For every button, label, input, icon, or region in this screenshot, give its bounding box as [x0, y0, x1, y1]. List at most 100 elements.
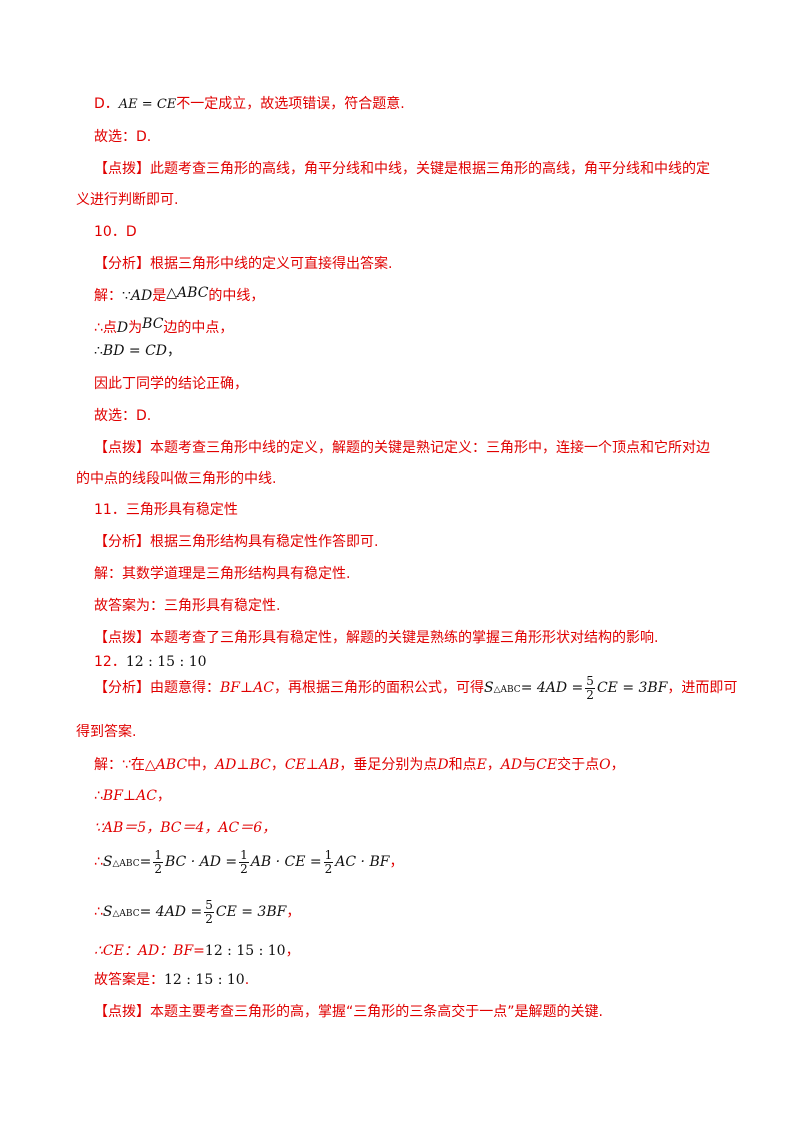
q11-analysis-text: 根据三角形结构具有稳定性作答即可. — [150, 534, 379, 550]
option-d-text: 不一定成立，故选项错误，符合题意. — [176, 96, 405, 112]
point-e: E — [476, 757, 487, 773]
ab-ce: AB · CE = — [250, 854, 322, 870]
analysis-label: 【分析】 — [94, 256, 150, 272]
comment-9-line-1: 【点拨】此题考查三角形的高线，角平分线和中线，关键是根据三角形的高线，角平分线和… — [94, 159, 710, 179]
area-s: S — [484, 680, 494, 696]
q10-solution-line-4: 因此丁同学的结论正确， — [94, 376, 248, 392]
triangle-name: ABC — [155, 757, 188, 773]
q11-answer-line: 故答案为：三角形具有稳定性. — [94, 598, 281, 614]
solution-label: 解： — [94, 757, 122, 773]
bc-ad: BC · AD = — [164, 854, 238, 870]
area-subscript: △ABC — [493, 685, 521, 695]
segment-bc: BC — [142, 316, 164, 332]
q10-choice-line: 故选：D. — [94, 408, 152, 424]
fraction-numerator: 1 — [239, 847, 249, 863]
q12-text-and-point: 和点 — [448, 757, 477, 773]
q12-text-in-triangle: ∵在△ — [122, 757, 156, 773]
bf-perp-ac: BF⊥AC — [220, 680, 274, 696]
q12-comment-line: 【点拨】本题主要考查三角形的高，掌握“三角形的三条高交于一点”是解题的关键. — [94, 1002, 603, 1022]
q10-solution-line-3: ∴BD = CD， — [94, 341, 181, 361]
q12-answer-prefix: 故答案是： — [94, 972, 164, 988]
q11-analysis-line: 【分析】根据三角形结构具有稳定性作答即可. — [94, 532, 378, 552]
q12-ratio: 12 : 15 : 10 — [125, 654, 207, 670]
q12-answer-line: 故答案是：12 : 15 : 10. — [94, 970, 249, 990]
q11-comment-text: 本题考查了三角形具有稳定性，解题的关键是熟练的掌握三角形形状对结构的影响. — [150, 630, 659, 646]
area-s: S — [102, 904, 113, 920]
bf-perp-ac: BF⊥AC — [102, 788, 157, 804]
comma: ， — [610, 757, 625, 773]
q12-solution-line-2: ∴BF⊥AC， — [94, 786, 171, 806]
q11-comment-line: 【点拨】本题考查了三角形具有稳定性，解题的关键是熟练的掌握三角形形状对结构的影响… — [94, 628, 658, 648]
comma: ， — [486, 757, 501, 773]
choice-line-9: 故选：D. — [94, 129, 152, 145]
solution-label: 解： — [94, 288, 122, 304]
q10-solution-line-1: 解：∵AD是△ABC的中线， — [94, 285, 265, 306]
option-d-line: D．AE = CE不一定成立，故选项错误，符合题意. — [94, 94, 405, 115]
q10-solution-line-2: ∴点D为BC边的中点， — [94, 316, 234, 338]
comma: ， — [285, 943, 300, 959]
segment-ad: AD — [130, 288, 153, 304]
therefore-symbol: ∴ — [94, 904, 103, 920]
q12-solution-line-1: 解：∵在△ABC中，AD⊥BC，CE⊥AB，垂足分别为点D和点E，AD与CE交于… — [94, 755, 625, 775]
point-d: D — [116, 320, 129, 336]
comment-label: 【点拨】 — [94, 1004, 150, 1020]
segment-ad: AD — [500, 757, 523, 773]
q10-text-midpoint: 边的中点， — [163, 320, 234, 336]
comment-label: 【点拨】 — [94, 630, 150, 646]
ad-perp-bc: AD⊥BC — [215, 757, 271, 773]
fraction-denominator: 2 — [586, 687, 594, 702]
fraction-denominator: 2 — [324, 861, 333, 876]
triangle-abc: △ABC — [166, 285, 209, 301]
fraction-denominator: 2 — [240, 861, 248, 876]
fraction-numerator: 5 — [585, 673, 595, 689]
equation-ae-ce: AE = CE — [118, 97, 177, 112]
comma: ， — [156, 788, 171, 804]
solution-label: 解： — [94, 566, 122, 582]
q12-text-in: 中， — [187, 757, 216, 773]
equals: = — [139, 854, 152, 870]
analysis-label: 【分析】 — [94, 534, 150, 550]
comment-label: 【点拨】 — [94, 161, 150, 177]
q10-text-median: 的中线， — [208, 288, 265, 304]
q10-comment-text-a: 本题考查三角形中线的定义，解题的关键是熟记定义：三角形中，连接一个顶点和它所对边 — [150, 440, 710, 456]
fraction-numerator: 5 — [204, 897, 214, 913]
q12-analysis-text-b: ，再根据三角形的面积公式，可得 — [274, 680, 484, 696]
eq-4ad: = 4AD = — [520, 680, 584, 696]
q10-comment-line-1: 【点拨】本题考查三角形中线的定义，解题的关键是熟记定义：三角形中，连接一个顶点和… — [94, 438, 710, 458]
therefore-symbol: ∴ — [94, 854, 103, 870]
q12-analysis-text-c: ，进而即可 — [667, 680, 738, 696]
q10-text-is: 是 — [152, 288, 167, 304]
ce-3bf: CE = 3BF — [215, 904, 287, 920]
question-12-heading: 12．12 : 15 : 10 — [94, 652, 207, 672]
q12-text-with: 与 — [522, 757, 537, 773]
q12-ratio-prefix: ∴CE：AD：BF= — [94, 943, 205, 959]
q12-analysis-line-2: 得到答案. — [76, 724, 137, 740]
fraction-denominator: 2 — [154, 861, 162, 876]
comma: ， — [389, 854, 404, 870]
q10-analysis-line: 【分析】根据三角形中线的定义可直接得出答案. — [94, 254, 392, 274]
q11-solution-text: 其数学道理是三角形结构具有稳定性. — [122, 566, 351, 582]
q11-solution-line: 解：其数学道理是三角形结构具有稳定性. — [94, 564, 350, 584]
therefore-symbol: ∴ — [94, 788, 103, 804]
q12-ratio: 12 : 15 : 10 — [164, 972, 245, 988]
ce-perp-ab: CE⊥AB — [284, 757, 340, 773]
fraction-denominator: 2 — [205, 911, 213, 926]
q12-solution-line-6: ∴CE：AD：BF=12 : 15 : 10， — [94, 941, 300, 961]
period: . — [244, 972, 250, 988]
segment-ce: CE — [536, 757, 558, 773]
area-s: S — [102, 854, 113, 870]
eq-4ad: = 4AD = — [139, 904, 203, 920]
q12-comment-text: 本题主要考查三角形的高，掌握“三角形的三条高交于一点”是解题的关键. — [150, 1004, 603, 1020]
area-subscript: △ABC — [112, 859, 140, 869]
q12-text-feet: ，垂足分别为点 — [339, 757, 438, 773]
question-11-heading: 11．三角形具有稳定性 — [94, 502, 238, 518]
q10-therefore-point: ∴点 — [94, 320, 117, 336]
analysis-label: 【分析】 — [94, 680, 150, 696]
comment-9-text-a: 此题考查三角形的高线，角平分线和中线，关键是根据三角形的高线，角平分线和中线的定 — [150, 161, 710, 177]
question-10-heading: 10．D — [94, 224, 137, 240]
